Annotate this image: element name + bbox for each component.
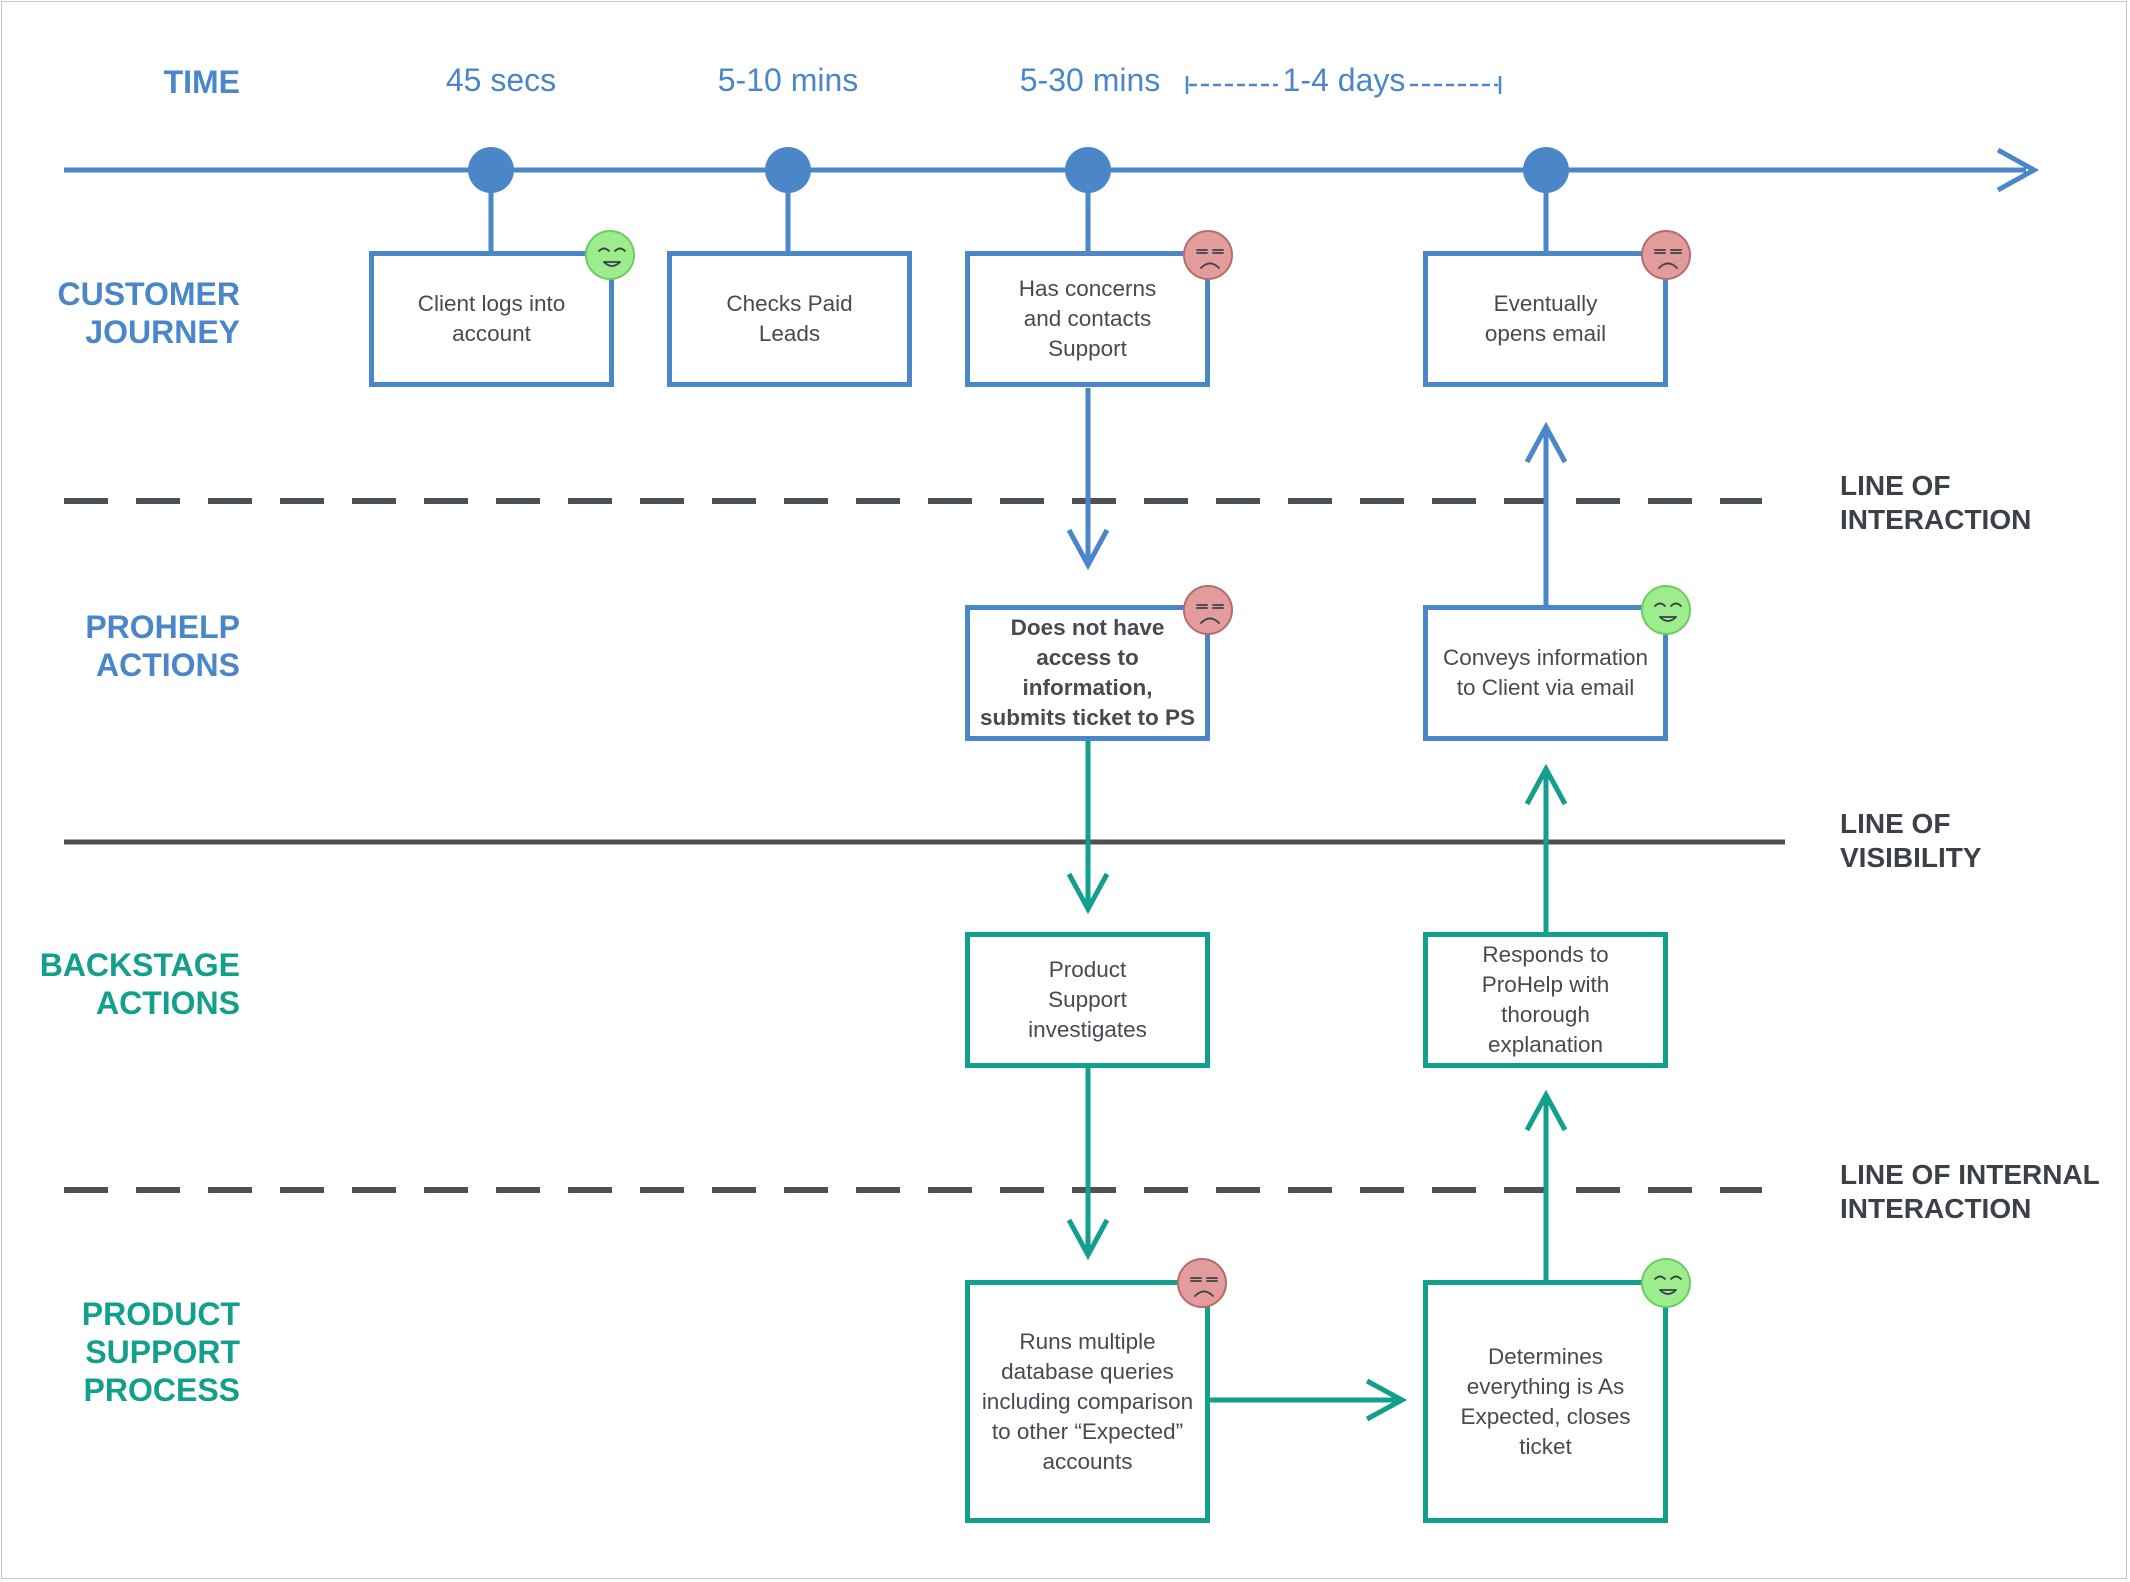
sad-face-icon: [1641, 230, 1691, 280]
arrow-ticket-to-investigate-head: [1066, 872, 1110, 915]
happy-face-icon: [1641, 1258, 1691, 1308]
row-label-customer-journey: CUSTOMER JOURNEY: [57, 276, 240, 350]
arrow-queries-to-determine-head: [1365, 1378, 1408, 1422]
happy-face-icon: [1641, 585, 1691, 635]
box-determines-text: Determines everything is As Expected, cl…: [1460, 1343, 1631, 1459]
time-label-5-30-mins: 5-30 mins: [1019, 62, 1161, 98]
time-label-45-secs: 45 secs: [445, 62, 557, 98]
box-no-access: Does not have access to information, sub…: [965, 605, 1210, 741]
time-label-1-4-days: 1-4 days: [1282, 62, 1406, 98]
sad-face-icon: [1183, 585, 1233, 635]
box-checks-leads-text: Checks Paid Leads: [726, 291, 853, 346]
box-no-access-text: Does not have access to information, sub…: [979, 615, 1196, 730]
box-conveys-info: Conveys information to Client via email: [1423, 605, 1668, 741]
box-has-concerns: Has concerns and contacts Support: [965, 251, 1210, 387]
sad-face-icon: [1183, 230, 1233, 280]
sad-face-icon: [1177, 1258, 1227, 1308]
box-ps-investigates: Product Support investigates: [965, 932, 1210, 1068]
box-checks-leads: Checks Paid Leads: [667, 251, 912, 387]
row-label-prohelp-actions: PROHELP ACTIONS: [85, 609, 240, 683]
label-line-of-visibility: LINE OF VISIBILITY: [1840, 808, 1982, 873]
row-label-backstage-actions: BACKSTAGE ACTIONS: [39, 947, 240, 1021]
arrow-respond-to-convey-head: [1524, 763, 1568, 806]
box-ps-investigates-text: Product Support investigates: [1028, 957, 1147, 1042]
time-label-5-10-mins: 5-10 mins: [717, 62, 859, 98]
row-label-time: TIME: [163, 64, 240, 100]
arrow-determine-to-respond-head: [1524, 1089, 1568, 1132]
box-runs-queries: Runs multiple database queries including…: [965, 1280, 1210, 1523]
row-label-product-support-process: PRODUCT SUPPORT PROCESS: [81, 1296, 240, 1408]
arrow-investigate-to-queries-head: [1066, 1218, 1110, 1261]
arrow-concerns-to-ticket-head: [1066, 528, 1110, 571]
box-responds: Responds to ProHelp with thorough explan…: [1423, 932, 1668, 1068]
box-runs-queries-text: Runs multiple database queries including…: [981, 1328, 1194, 1474]
duration-bracket: [1185, 76, 1502, 94]
box-opens-email: Eventually opens email: [1423, 251, 1668, 387]
box-conveys-info-text: Conveys information to Client via email: [1442, 645, 1649, 700]
box-client-logs: Client logs into account: [369, 251, 614, 387]
arrow-convey-to-email-head: [1524, 421, 1568, 464]
timeline-arrowhead: [1996, 147, 2040, 193]
box-has-concerns-text: Has concerns and contacts Support: [1018, 276, 1157, 361]
box-determines: Determines everything is As Expected, cl…: [1423, 1280, 1668, 1523]
box-responds-text: Responds to ProHelp with thorough explan…: [1481, 942, 1610, 1057]
happy-face-icon: [585, 230, 635, 280]
box-client-logs-text: Client logs into account: [417, 291, 566, 346]
label-line-of-interaction: LINE OF INTERACTION: [1840, 470, 2032, 535]
label-line-of-internal-interaction: LINE OF INTERNAL INTERACTION: [1840, 1159, 2100, 1224]
box-opens-email-text: Eventually opens email: [1484, 291, 1607, 346]
